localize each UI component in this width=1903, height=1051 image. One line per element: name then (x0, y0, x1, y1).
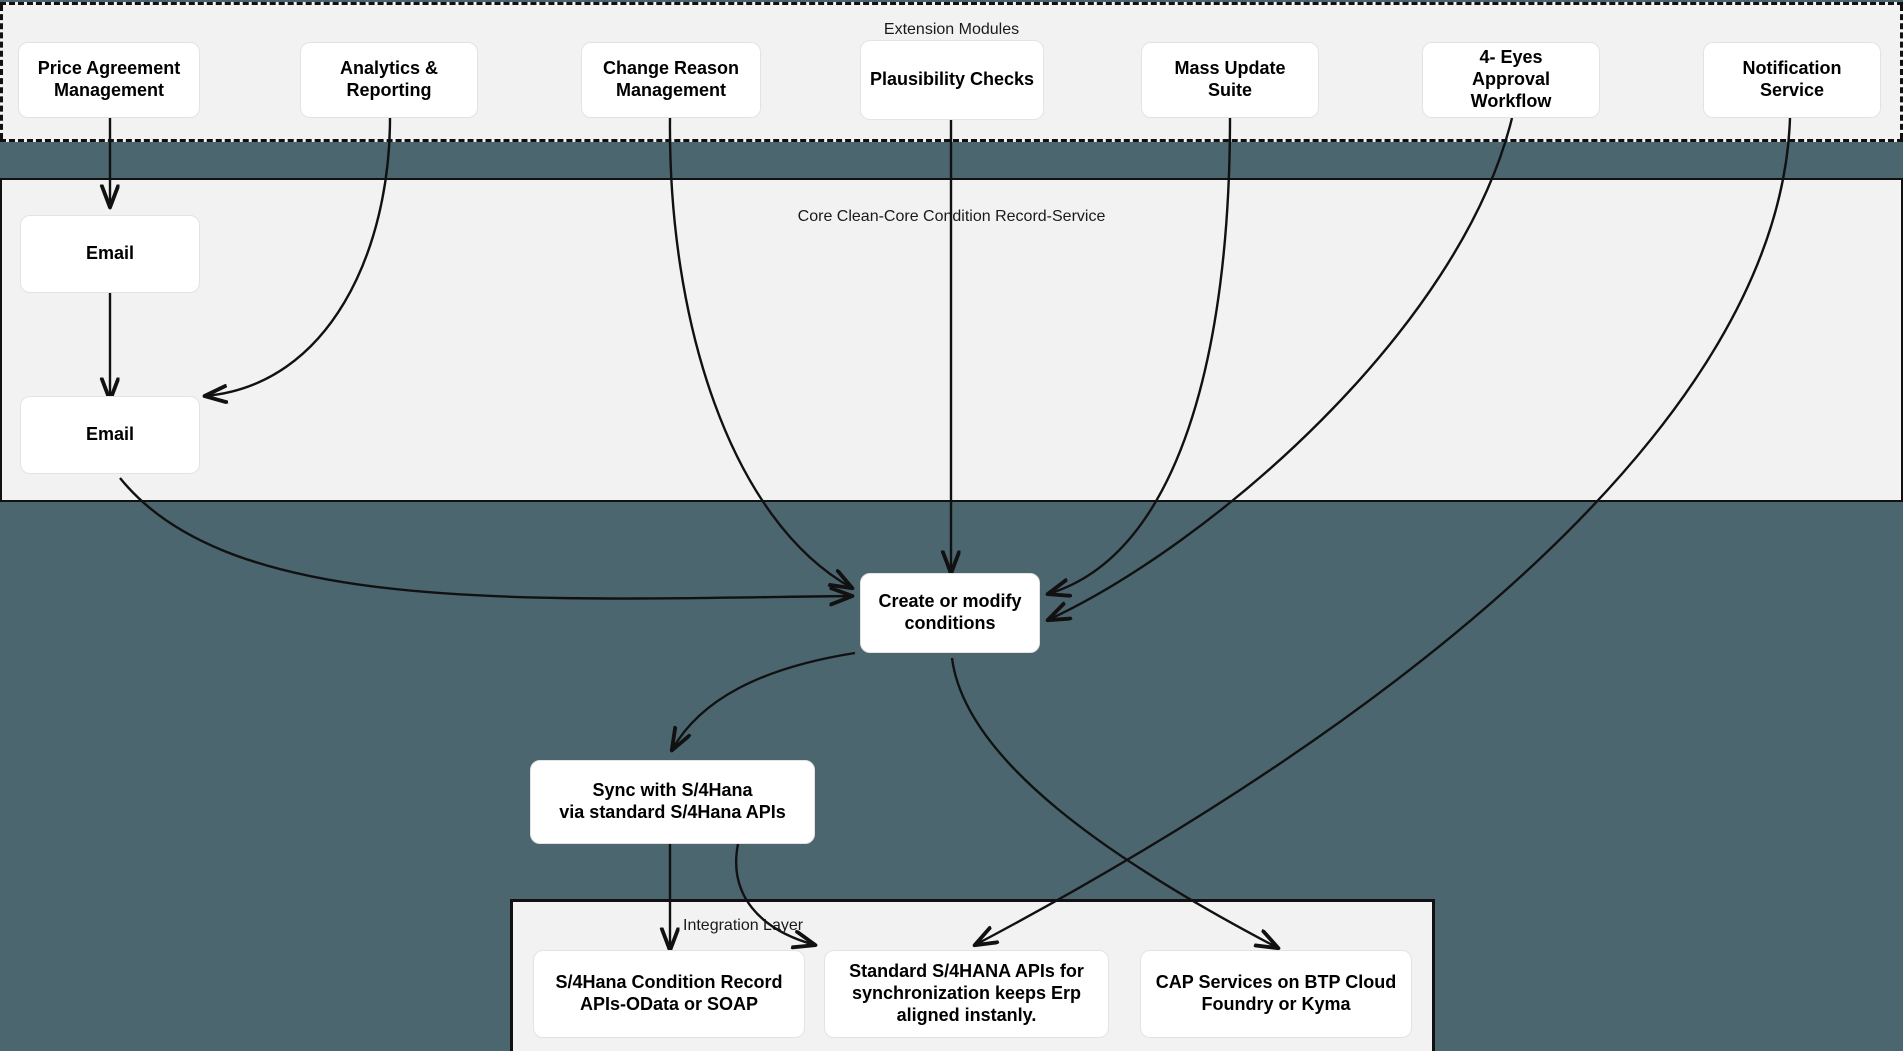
node-email-top[interactable]: Email (20, 215, 200, 293)
node-label: Email (85, 243, 135, 264)
integration-layer-label: Integration Layer (683, 917, 804, 934)
node-email-bottom[interactable]: Email (20, 396, 200, 474)
module-analytics-reporting[interactable]: Analytics &Reporting (300, 42, 478, 118)
arrow-four-eyes-to-create-modify (1048, 117, 1514, 620)
arrow-notification-to-standard-apis (975, 117, 1792, 945)
module-label: Analytics &Reporting (339, 58, 439, 100)
arrow-create-modify-to-cap-services (950, 657, 1278, 948)
extension-modules-label: Extension Modules (883, 21, 1020, 38)
module-plausibility-checks[interactable]: Plausibility Checks (860, 40, 1044, 120)
node-label: Email (85, 424, 135, 445)
arrow-analytics-to-email-bottom (205, 117, 392, 396)
arrow-sync-to-integration-middle (735, 843, 815, 945)
module-label: Plausibility Checks (869, 69, 1035, 90)
arrow-mass-update-to-create-modify (1048, 117, 1232, 594)
arrow-email-bottom-to-create-modify (119, 477, 852, 599)
arrow-create-modify-to-sync (672, 651, 856, 750)
arrow-change-reason-to-create-modify (668, 117, 852, 588)
